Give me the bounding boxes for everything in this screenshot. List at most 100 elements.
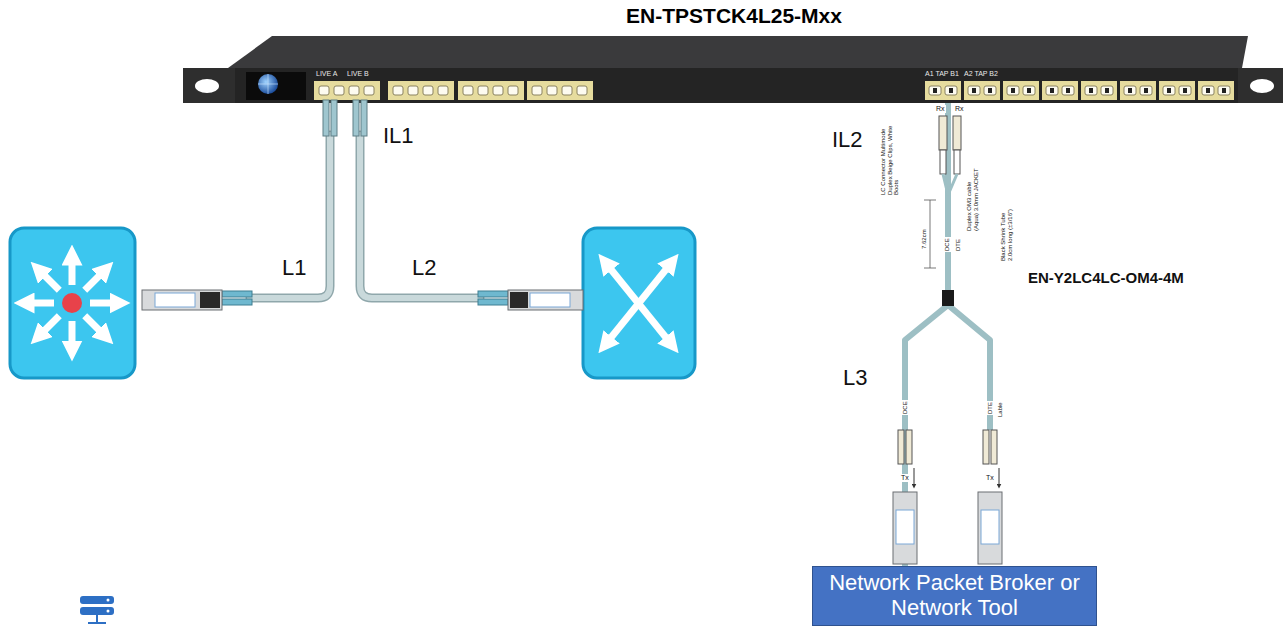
port-block-part [1023,86,1035,95]
server-icon-part [80,607,114,615]
port-block-part [364,86,374,95]
y-cable-part [943,174,957,195]
port-block [314,81,1234,100]
cable-note: DCE [944,237,951,252]
port-block-part [423,86,433,95]
y-cable [898,92,999,486]
tap-chassis-part [228,36,1248,68]
server-icon [80,596,114,623]
callout-label: L3 [843,366,867,390]
port-block-part [562,86,572,95]
port-block-part [1046,86,1058,95]
port-block-part [438,86,448,95]
port-block-part [988,88,992,93]
lc-connector-part [361,100,367,136]
box-label: Network Packet Broker or Network Tool [823,571,1086,620]
port-block-part [1124,86,1136,95]
cable-note: DTE [987,401,994,415]
port-block-part [319,86,329,95]
tap-chassis-part [1250,79,1274,93]
y-cable-part [991,430,997,464]
tap-chassis-part [246,72,306,100]
port-block-part [1198,81,1234,100]
tool-box: Network Packet Broker or Network Tool [812,566,1097,626]
port-block-part [527,81,593,100]
y-cable-part [940,150,946,174]
tap-chassis-part [195,79,219,93]
patch-cable-part [250,135,330,298]
port-block-part [463,86,473,95]
core-switch-icon-part [62,293,82,313]
y-cable-part [953,116,961,150]
port-block-part [393,86,403,95]
sfp-transceiver-part [981,510,999,544]
y-cable-part [914,468,915,486]
port-block-part [945,86,957,95]
port-block-part [1105,88,1109,93]
patch-cable-part [360,135,480,298]
port-block-part [972,88,976,93]
lc-connector-part [331,100,337,136]
port-block-part [493,86,503,95]
cable-note: Lable [997,401,1004,418]
tap-chassis-part [183,68,235,103]
core-switch-icon-part-part [90,300,120,307]
port-block-part [1011,88,1015,93]
sfp-transceiver-part [978,492,1002,564]
port-block-part [1007,86,1019,95]
port-block-part [314,81,380,100]
core-switch-icon-part-part [24,300,54,307]
port-block-part [1003,81,1039,100]
cable-note: Rx [935,105,946,113]
port-block-part [1206,88,1210,93]
port-block-part [1120,81,1156,100]
port-block-part [964,81,1000,100]
port-block-part [1167,88,1171,93]
sfp-transceiver-part [508,290,583,310]
sfp-transceiver [142,290,583,310]
cable-note: LC Connector Multimode Duplex Beige Clip… [880,116,900,196]
lc-connector-part [478,291,508,297]
switch-icon-part [605,262,672,345]
y-cable-part [906,430,912,464]
callout-label: L2 [412,256,436,280]
server-icon-part [80,596,114,604]
sfp-transceiver-part [155,293,195,307]
port-block-part [1027,88,1031,93]
port-block-part [1062,86,1074,95]
core-switch-icon [10,228,135,378]
port-block-part [1159,81,1195,100]
switch-icon-part [605,262,672,345]
tap-chassis-panel: LIVE ALIVE BA1 TAP B1A2 TAP B2 [235,68,1238,103]
sfp-transceiver-part [896,510,914,544]
core-switch-icon-part-part [85,316,106,337]
port-block-part [1101,86,1113,95]
port-label: LIVE A [316,70,337,77]
cable-note: Black Shrink Tube 2.0cm long (±3/16") [1000,194,1013,262]
switch-icon-part [583,228,695,378]
y-cable-part [939,116,947,150]
port-block-part [1163,86,1175,95]
server-icon-part [107,599,110,602]
port-block-part [1144,88,1148,93]
port-block-part [933,88,937,93]
callout-label: L1 [282,256,306,280]
port-block-part [1183,88,1187,93]
sfp-transceiver-part [200,292,220,308]
sfp-transceiver-part [893,492,917,564]
port-block-part [1218,86,1230,95]
tap-chassis-part [258,74,278,94]
port-block-part [925,81,961,100]
port-block-part [334,86,344,95]
sfp-transceiver-part [530,293,570,307]
lc-connector [222,100,508,305]
port-block-part [1050,88,1054,93]
port-block-part [984,86,996,95]
port-block-part [547,86,557,95]
patch-cable-part [360,135,480,298]
cable-note: DCE [902,400,909,415]
tap-chassis-part [183,68,1283,103]
core-switch-icon-part-part [38,316,59,337]
y-cable-part [930,200,931,268]
lc-connector-part [222,291,252,297]
